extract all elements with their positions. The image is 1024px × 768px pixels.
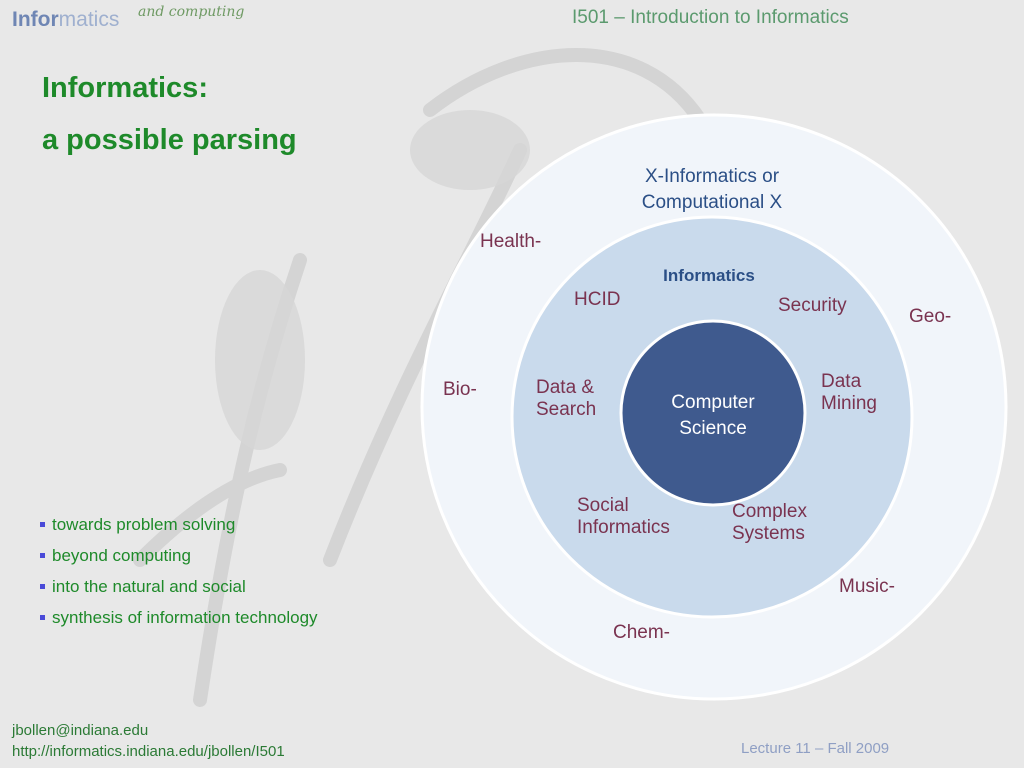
- footer-lecture: Lecture 11 – Fall 2009: [741, 740, 890, 757]
- bullet-square-icon: [40, 522, 45, 527]
- slide-title-line1: Informatics:: [42, 72, 208, 104]
- bullet-item: towards problem solving: [40, 515, 318, 546]
- footer-url: http://informatics.indiana.edu/jbollen/I…: [12, 743, 285, 760]
- field-security: Security: [778, 295, 847, 316]
- logo-text-part1: Infor: [12, 8, 59, 31]
- bullet-item: into the natural and social: [40, 577, 318, 608]
- bullet-square-icon: [40, 553, 45, 558]
- slide-title-line2: a possible parsing: [42, 124, 297, 156]
- field-data-search-line2: Search: [536, 399, 596, 420]
- footer-email: jbollen@indiana.edu: [12, 722, 149, 739]
- outer-ring-title-line2: Computational X: [642, 192, 783, 213]
- field-data-mining-line1: Data: [821, 371, 862, 392]
- field-complex-line2: Systems: [732, 523, 805, 544]
- prefix-chem: Chem-: [613, 622, 670, 643]
- prefix-bio: Bio-: [443, 379, 477, 400]
- logo-text-part2: matics: [58, 8, 120, 31]
- bullet-item: beyond computing: [40, 546, 318, 577]
- field-data-search-line1: Data &: [536, 377, 594, 398]
- bullet-text: beyond computing: [52, 546, 191, 565]
- prefix-geo: Geo-: [909, 306, 951, 327]
- bullet-text: towards problem solving: [52, 515, 236, 534]
- core-label-line2: Science: [679, 418, 747, 439]
- field-data-mining-line2: Mining: [821, 393, 877, 414]
- course-title: I501 – Introduction to Informatics: [572, 7, 849, 28]
- bullet-square-icon: [40, 615, 45, 620]
- field-social-line2: Informatics: [577, 517, 670, 538]
- footer-contact: jbollen@indiana.edu http://informatics.i…: [12, 720, 285, 762]
- bullet-text: synthesis of information technology: [52, 608, 318, 627]
- bullet-list: towards problem solving beyond computing…: [40, 515, 318, 639]
- core-label-line1: Computer: [671, 392, 755, 413]
- prefix-health: Health-: [480, 231, 541, 252]
- prefix-music: Music-: [839, 576, 895, 597]
- field-social-line1: Social: [577, 495, 629, 516]
- middle-ring-title: Informatics: [663, 266, 755, 285]
- field-hcid: HCID: [574, 289, 620, 310]
- bullet-square-icon: [40, 584, 45, 589]
- bullet-item: synthesis of information technology: [40, 608, 318, 639]
- core-disc: [619, 319, 807, 507]
- field-complex-line1: Complex: [732, 501, 807, 522]
- bullet-text: into the natural and social: [52, 577, 246, 596]
- logo-tagline: and computing: [138, 4, 245, 20]
- informatics-logo: Informatics: [12, 8, 119, 32]
- outer-ring-title-line1: X-Informatics or: [645, 166, 780, 187]
